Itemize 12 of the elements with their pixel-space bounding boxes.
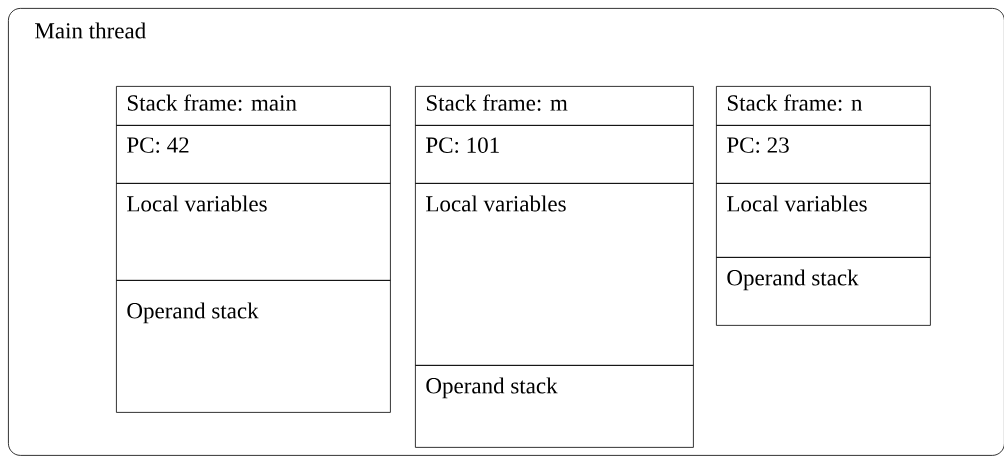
- operand-stack-cell: Operand stack: [716, 257, 931, 326]
- frame-header-cell: Stack frame: n: [716, 86, 931, 126]
- pc-cell: PC: 101: [415, 125, 694, 184]
- frame-header-cell: Stack frame: m: [415, 86, 694, 126]
- locals-cell: Local variables: [415, 183, 694, 366]
- pc-cell: PC: 23: [716, 125, 931, 184]
- operand-stack-cell: Operand stack: [116, 280, 391, 413]
- locals-cell: Local variables: [716, 183, 931, 258]
- operand-stack-cell: Operand stack: [415, 365, 694, 448]
- pc-cell: PC: 42: [116, 125, 391, 184]
- locals-cell: Local variables: [116, 183, 391, 281]
- frame-header-cell: Stack frame: main: [116, 86, 391, 126]
